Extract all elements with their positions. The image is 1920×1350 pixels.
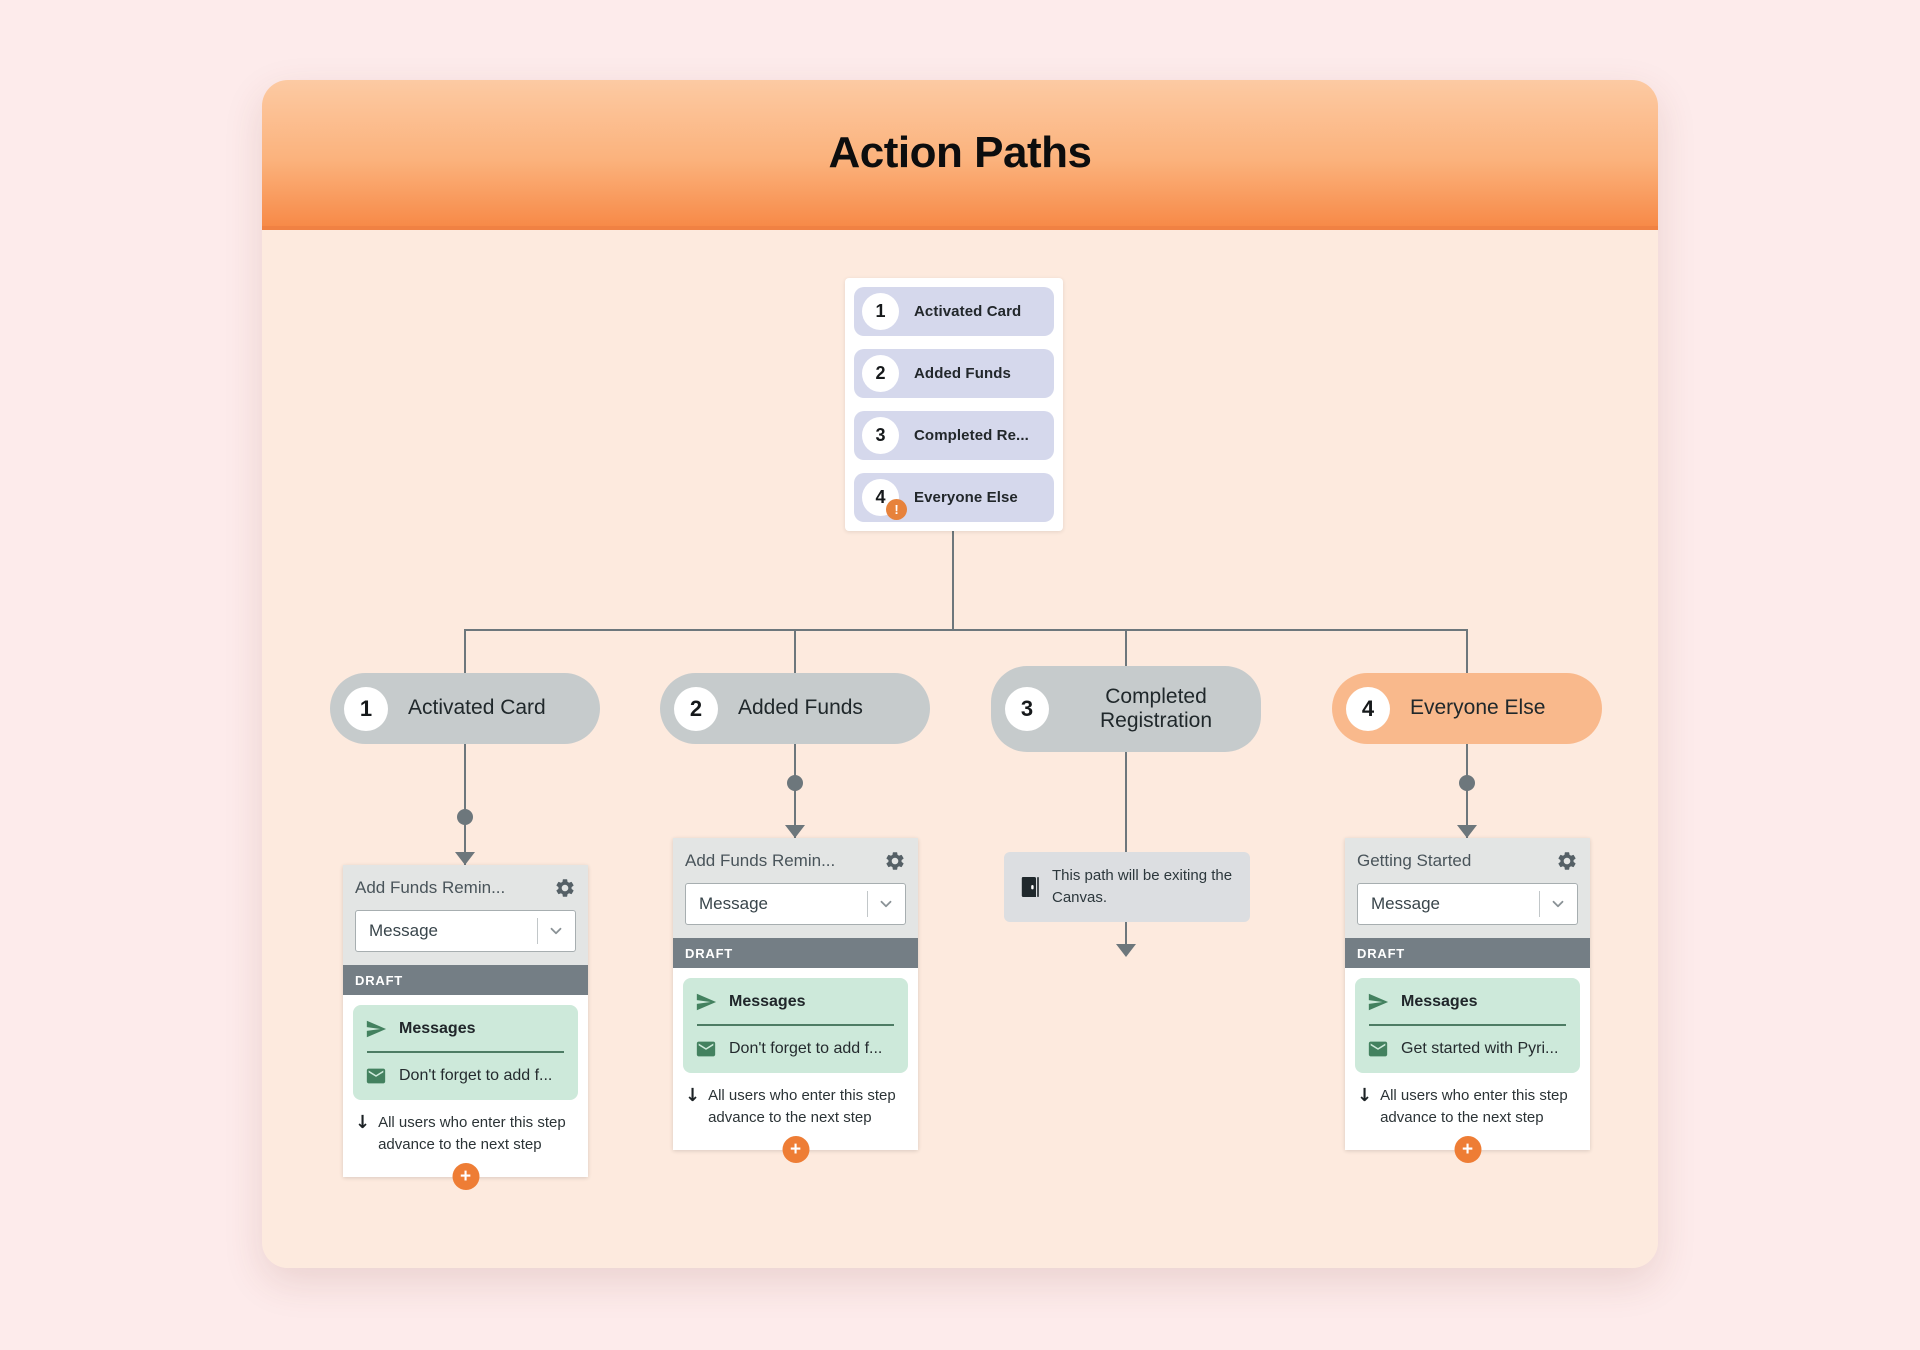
messages-box[interactable]: Messages Get started with Pyri... (1355, 978, 1580, 1073)
exit-door-icon (1020, 876, 1040, 898)
send-icon (695, 991, 717, 1013)
step-label: Everyone Else (914, 489, 1018, 506)
connector-dot (1459, 775, 1475, 791)
step-label: Added Funds (914, 365, 1011, 382)
steps-panel-item-added-funds[interactable]: 2 Added Funds (854, 349, 1054, 398)
select-value: Message (369, 921, 438, 940)
connector-dot (457, 809, 473, 825)
message-name: Don't forget to add f... (399, 1067, 553, 1084)
path-number: 2 (674, 686, 718, 731)
step-card-add-funds-reminder-1: Add Funds Remin... Message DRAFT (343, 865, 588, 1190)
message-type-select[interactable]: Message (355, 910, 576, 952)
chevron-down-icon (1549, 895, 1567, 913)
step-label: Completed Re... (914, 427, 1029, 444)
connector-line (952, 523, 954, 629)
card-title: Add Funds Remin... (685, 851, 836, 870)
message-type-select[interactable]: Message (1357, 883, 1578, 925)
exit-canvas-note: This path will be exiting the Canvas. (1004, 852, 1250, 922)
advance-note: ↓ All users who enter this step advance … (685, 1085, 906, 1129)
chevron-down-icon (877, 895, 895, 913)
connector-line (464, 629, 1468, 631)
add-step-button[interactable]: + (1454, 1136, 1481, 1163)
step-number: 3 (875, 425, 886, 445)
send-icon (1367, 991, 1389, 1013)
envelope-icon (365, 1065, 387, 1087)
steps-panel-item-completed-registration[interactable]: 3 Completed Re... (854, 411, 1054, 460)
action-paths-board: Action Paths 1 Activated Card 2 Added Fu… (262, 80, 1658, 1268)
step-number: 1 (875, 301, 886, 321)
path-number: 3 (1005, 687, 1049, 731)
envelope-icon (1367, 1038, 1389, 1060)
gear-icon[interactable] (884, 850, 906, 872)
path-pill-activated-card[interactable]: 1 Activated Card (330, 673, 600, 744)
card-title: Add Funds Remin... (355, 878, 506, 897)
down-arrow-icon: ↓ (685, 1085, 701, 1106)
status-badge: DRAFT (673, 938, 918, 968)
advance-text: All users who enter this step advance to… (1380, 1087, 1568, 1126)
path-label: Activated Card (408, 696, 546, 720)
card-title: Getting Started (1357, 851, 1472, 870)
gear-icon[interactable] (554, 877, 576, 899)
path-label: Added Funds (738, 696, 863, 720)
status-badge: DRAFT (1345, 938, 1590, 968)
advance-note: ↓ All users who enter this step advance … (355, 1112, 576, 1156)
path-pill-added-funds[interactable]: 2 Added Funds (660, 673, 930, 744)
page-title: Action Paths (828, 128, 1092, 177)
warning-icon: ! (886, 499, 907, 520)
connector-line (1125, 922, 1127, 946)
message-name: Get started with Pyri... (1401, 1040, 1559, 1057)
arrowhead-icon (455, 852, 475, 865)
step-card-add-funds-reminder-2: Add Funds Remin... Message DRAFT (673, 838, 918, 1163)
messages-box[interactable]: Messages Don't forget to add f... (683, 978, 908, 1073)
status-badge: DRAFT (343, 965, 588, 995)
select-value: Message (699, 894, 768, 913)
envelope-icon (695, 1038, 717, 1060)
path-number: 4 (1346, 686, 1390, 731)
down-arrow-icon: ↓ (1357, 1085, 1373, 1106)
canvas: 1 Activated Card 2 Added Funds 3 Complet… (262, 230, 1658, 1268)
down-arrow-icon: ↓ (355, 1112, 371, 1133)
connector-dot (787, 775, 803, 791)
send-icon (365, 1018, 387, 1040)
connector-line (464, 629, 466, 865)
path-number: 1 (344, 686, 388, 731)
advance-note: ↓ All users who enter this step advance … (1357, 1085, 1578, 1129)
path-pill-completed-registration[interactable]: 3 Completed Registration (991, 666, 1261, 752)
gear-icon[interactable] (1556, 850, 1578, 872)
arrowhead-icon (785, 825, 805, 838)
board-header: Action Paths (262, 80, 1658, 230)
message-type-select[interactable]: Message (685, 883, 906, 925)
steps-panel-item-activated-card[interactable]: 1 Activated Card (854, 287, 1054, 336)
messages-label: Messages (399, 1020, 476, 1037)
arrowhead-icon (1457, 825, 1477, 838)
steps-panel: 1 Activated Card 2 Added Funds 3 Complet… (845, 278, 1063, 531)
add-step-button[interactable]: + (782, 1136, 809, 1163)
chevron-down-icon (547, 922, 565, 940)
advance-text: All users who enter this step advance to… (378, 1114, 566, 1153)
step-card-getting-started: Getting Started Message DRAFT (1345, 838, 1590, 1163)
messages-box[interactable]: Messages Don't forget to add f... (353, 1005, 578, 1100)
arrowhead-icon (1116, 944, 1136, 957)
step-number: 4 (875, 487, 886, 507)
exit-note-text: This path will be exiting the Canvas. (1052, 867, 1233, 906)
advance-text: All users who enter this step advance to… (708, 1087, 896, 1126)
add-step-button[interactable]: + (452, 1163, 479, 1190)
path-label: Everyone Else (1410, 696, 1546, 720)
select-value: Message (1371, 894, 1440, 913)
step-number: 2 (875, 363, 886, 383)
message-name: Don't forget to add f... (729, 1040, 883, 1057)
path-label: Completed Registration (1099, 684, 1213, 732)
path-pill-everyone-else[interactable]: 4 Everyone Else (1332, 673, 1602, 744)
step-label: Activated Card (914, 303, 1022, 320)
messages-label: Messages (729, 993, 806, 1010)
messages-label: Messages (1401, 993, 1478, 1010)
steps-panel-item-everyone-else[interactable]: 4 ! Everyone Else (854, 473, 1054, 522)
